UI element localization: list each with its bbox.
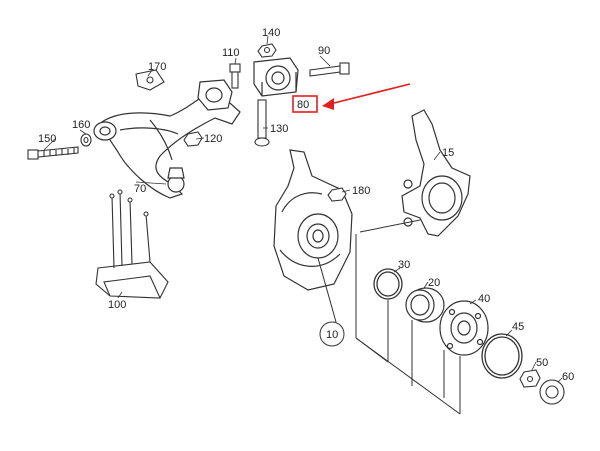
callout-70: 70 [134,183,146,195]
highlight-arrow [292,83,411,113]
steering-knuckle-15 [401,109,471,237]
snap-ring-30 [373,268,403,300]
callout-10-circle [319,321,345,347]
washer-160 [80,133,92,147]
callout-170: 170 [148,61,166,73]
callout-140: 140 [262,27,280,39]
callout-45: 45 [512,321,524,333]
control-arm [93,79,241,199]
callout-110: 110 [222,47,240,59]
callout-50: 50 [536,357,548,369]
nut-50 [519,369,541,388]
bolt-110 [229,63,241,89]
callout-150: 150 [38,133,56,145]
dust-shield [273,149,353,291]
cap-60 [539,379,565,405]
callout-labels: 150 160 170 120 110 140 90 80 130 70 180… [38,27,574,383]
callout-180: 180 [352,185,370,197]
seal-ring-45 [481,333,523,379]
nut-140 [257,43,277,58]
bolt-130 [254,99,270,147]
callout-120: 120 [204,133,222,145]
callout-20: 20 [428,277,440,289]
nut-180 [327,187,347,202]
callout-40: 40 [478,293,490,305]
highlight-box-80 [292,95,318,113]
callout-130: 130 [270,123,288,135]
wheel-bearing-20 [405,287,445,323]
bracket-170 [135,69,165,91]
group-lines-10 [317,219,461,415]
callout-30: 30 [398,259,410,271]
subframe-bracket-100 [95,189,169,299]
callout-90: 90 [318,45,330,57]
callout-100: 100 [108,299,126,311]
callout-80: 80 [297,99,309,111]
leader-lines [43,35,563,383]
mount-bracket-80 [253,57,299,97]
callout-60: 60 [562,371,574,383]
callout-15: 15 [442,147,454,159]
hub-flange-40 [439,300,489,356]
callout-160: 160 [72,119,90,131]
bolt-90 [309,62,350,77]
bolt-150 [27,146,79,160]
nut-120 [183,131,203,147]
callout-10: 10 [326,329,338,341]
